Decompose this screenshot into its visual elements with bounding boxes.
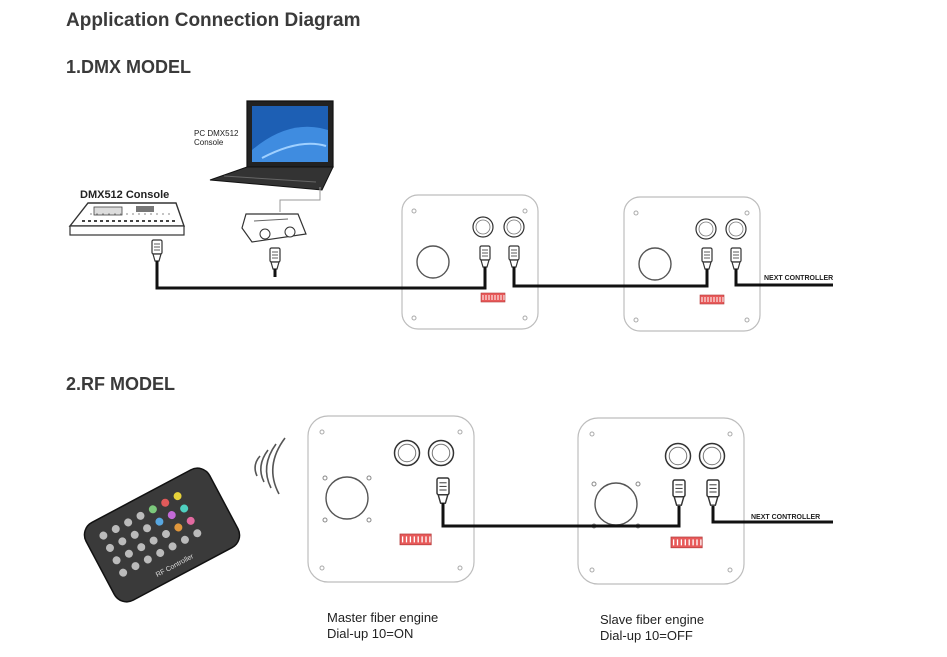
controller2-in-connector	[701, 247, 713, 270]
controller1-in-connector	[479, 245, 491, 268]
master-caption-line2: Dial-up 10=ON	[327, 626, 414, 641]
rf-next-controller-label: NEXT CONTROLLER	[751, 514, 820, 521]
dmx-controller-1	[401, 194, 539, 330]
master-caption-line1: Master fiber engine	[327, 610, 439, 625]
laptop-icon	[209, 100, 334, 191]
page-title: Application Connection Diagram	[66, 10, 361, 31]
slave-in-connector	[672, 479, 686, 506]
dip-switch-1	[480, 292, 506, 303]
controller1-out-connector	[508, 245, 520, 268]
rf-master-controller	[307, 415, 475, 583]
dip-switch-slave	[670, 536, 703, 549]
dmx-next-controller-label: NEXT CONTROLLER	[764, 275, 833, 282]
dmx-cables	[155, 261, 833, 290]
master-out-connector	[436, 477, 450, 504]
dip-switch-2	[699, 294, 725, 305]
dip-switch-master	[399, 533, 432, 546]
usb-cable	[279, 187, 321, 212]
pc-console-label-line2: Console	[194, 138, 224, 147]
rf-cables	[441, 503, 833, 528]
dmx512-console-icon	[68, 202, 185, 236]
rf-slave-controller	[577, 417, 745, 585]
rf-remote-icon: RF Controller	[83, 467, 241, 603]
usb-dmx-interface-icon	[241, 213, 307, 243]
slave-caption: Slave fiber engine Dial-up 10=OFF	[600, 612, 704, 644]
master-caption: Master fiber engine Dial-up 10=ON	[327, 610, 438, 642]
dmx-controller-2	[623, 196, 761, 332]
console-connector	[151, 239, 163, 262]
slave-out-connector	[706, 479, 720, 506]
controller2-out-connector	[730, 247, 742, 270]
slave-caption-line1: Slave fiber engine	[600, 612, 705, 627]
dmx-section-title: 1.DMX MODEL	[66, 57, 192, 77]
console-label: DMX512 Console	[80, 189, 169, 201]
slave-caption-line2: Dial-up 10=OFF	[600, 628, 693, 643]
rf-signal-icon	[254, 437, 286, 495]
rf-section-title: 2.RF MODEL	[66, 374, 176, 394]
interface-connector	[269, 247, 281, 270]
pc-console-label-line1: PC DMX512	[194, 129, 239, 138]
